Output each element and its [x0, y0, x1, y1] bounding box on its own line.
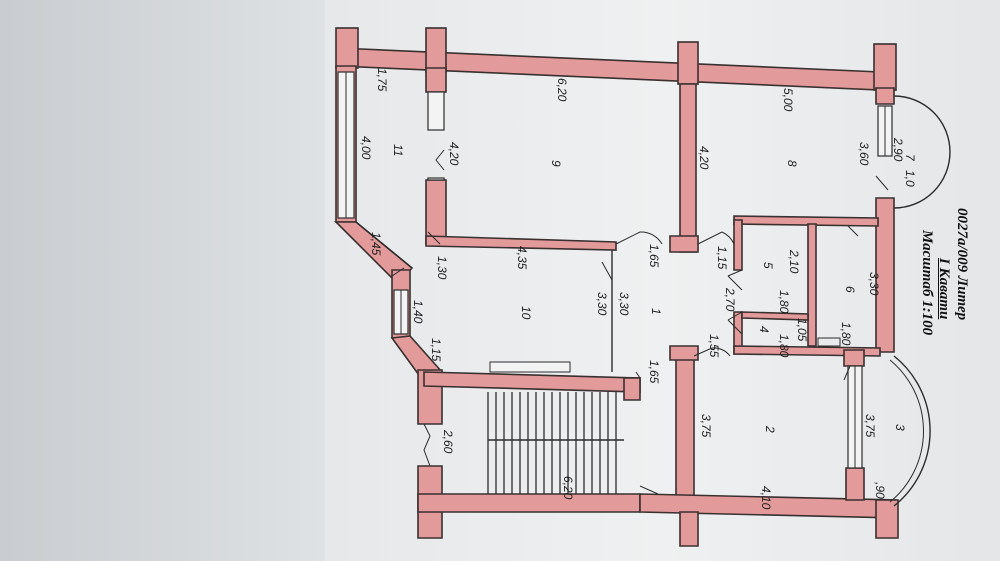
door-swing-3	[843, 365, 851, 381]
dim-label: 2,70	[723, 288, 737, 312]
wall-top-exterior	[337, 47, 881, 91]
wall-bath-mid	[807, 223, 817, 347]
wall-stair-top	[423, 371, 641, 393]
dim-label: 3,75	[863, 414, 877, 438]
bay-window-7	[893, 95, 951, 209]
room-number-6: 6	[843, 286, 857, 293]
plan-scale-label: Масштаб 1:100	[919, 230, 935, 336]
door-swing-bath-5	[727, 269, 743, 291]
window-11-top	[427, 91, 445, 131]
wall-1-top	[669, 235, 699, 253]
fixture-box	[817, 337, 841, 347]
dim-label: 1,05	[795, 318, 809, 342]
staircase	[487, 361, 624, 494]
dim-label: 2,60	[441, 430, 455, 454]
wall-pier-top-right	[873, 43, 897, 91]
paper-background-left	[0, 0, 325, 561]
wall-bath-top	[733, 215, 879, 227]
door-swing-stair-1	[635, 371, 641, 379]
dim-label: 4,35	[515, 246, 529, 270]
wall-pier-top-mid	[677, 41, 699, 85]
dim-label: ,90	[873, 482, 887, 499]
dim-label: 1,0	[903, 170, 917, 187]
wall-pier-top-mid-left	[425, 27, 447, 73]
wall-pier-bottom-mid	[679, 511, 699, 547]
wall-right-upper	[875, 87, 895, 105]
dim-label: 4,10	[759, 486, 773, 510]
dim-label: 6,20	[555, 78, 569, 102]
room-number-11: 11	[391, 144, 405, 157]
dim-label: 5,00	[781, 88, 795, 112]
dim-label: 3,30	[595, 292, 609, 316]
wall-bath-left	[733, 219, 743, 271]
dim-label: 1,80	[777, 290, 791, 314]
wall-stair-right	[623, 377, 641, 401]
dim-label: 4,20	[697, 146, 711, 170]
room-number-10: 10	[519, 306, 533, 320]
dim-label: 1,15	[429, 338, 443, 362]
door-swing-11-10	[427, 231, 441, 245]
door-swing-stair-bottom	[639, 485, 659, 495]
door-swing-2-1	[693, 347, 731, 357]
wall-2-right-top	[843, 349, 865, 367]
wall-pier-bottom	[875, 499, 899, 539]
dim-label: 1,55	[707, 334, 721, 358]
wall-2-top	[675, 349, 695, 513]
wall-pier-top-left	[335, 27, 359, 69]
dim-label: 1,65	[647, 244, 661, 268]
room-number-2: 2	[763, 426, 777, 433]
door-swing-11-top	[435, 149, 445, 171]
dim-label: 3,60	[857, 142, 871, 166]
dim-label: 3,75	[699, 414, 713, 438]
door-swing-6	[847, 225, 859, 237]
plan-floor-label: I Кавати	[936, 258, 952, 320]
door-swing-10-left	[391, 267, 405, 277]
wall-8-right	[875, 197, 895, 353]
dim-label: 2,90	[891, 138, 905, 162]
door-swing-7	[875, 175, 889, 191]
dim-label: 1,30	[435, 256, 449, 280]
dim-label: 1,15	[715, 246, 729, 270]
door-swing-10-1	[601, 261, 613, 281]
room-number-5: 5	[761, 262, 775, 269]
room-number-9: 9	[549, 160, 563, 167]
room-number-4: 4	[757, 326, 771, 333]
plan-code-label: 0027а/009 Литер	[954, 208, 970, 321]
bay-window-3	[893, 355, 931, 507]
door-swing-8-1	[697, 231, 735, 245]
dim-label: 1,45	[369, 232, 383, 256]
wall-2-right-bottom	[845, 467, 865, 501]
dim-label: 3,30	[867, 272, 881, 296]
wall-9-8	[679, 83, 697, 253]
dim-label: 1,80	[839, 322, 853, 346]
dim-label: 1,80	[777, 334, 791, 358]
dim-label: 4,00	[359, 136, 373, 160]
room-number-3: 3	[893, 424, 907, 431]
dim-label: 2,10	[787, 250, 801, 274]
wall-stair-bottom	[417, 493, 641, 513]
dim-label: 6,20	[561, 476, 575, 500]
door-swing-9-1	[615, 231, 663, 245]
dim-label: 3,30	[617, 292, 631, 316]
wall-11-9-upper	[425, 67, 447, 93]
dim-label: 1,75	[375, 68, 389, 92]
room-number-7: 7	[903, 154, 917, 161]
room-number-8: 8	[785, 160, 799, 167]
dim-label: 1,40	[411, 300, 425, 324]
wall-11-9-lower	[425, 179, 447, 245]
wall-1-bottom	[669, 345, 699, 361]
door-swing-bath-4	[727, 311, 743, 335]
wall-bath-sep	[741, 311, 809, 321]
door-swing-left-lower	[423, 423, 431, 467]
dim-label: 4,20	[447, 142, 461, 166]
dim-label: 1,65	[647, 360, 661, 384]
window-9-left	[427, 177, 445, 181]
wall-9-10	[425, 235, 617, 251]
room-number-1: 1	[649, 308, 663, 315]
